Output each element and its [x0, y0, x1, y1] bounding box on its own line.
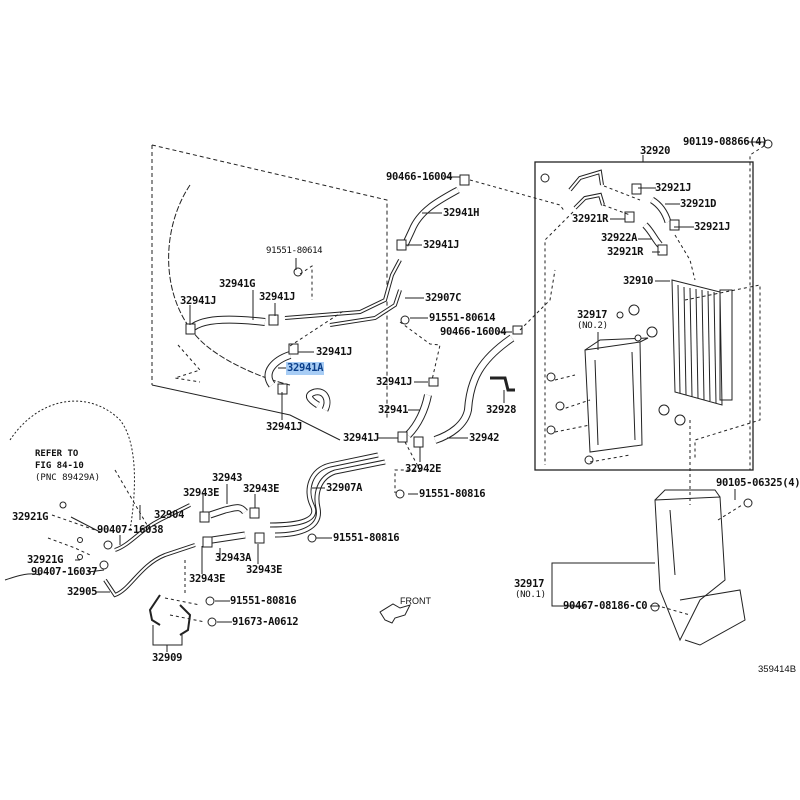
label-32917-no2[interactable]: 32917 [577, 309, 608, 321]
reference-note-line2: FIG 84-10 [35, 461, 84, 471]
label-91551-80816-b[interactable]: 91551-80816 [333, 532, 400, 544]
label-32909[interactable]: 32909 [152, 652, 183, 664]
reference-note-line3[interactable]: (PNC 89429A) [35, 473, 101, 483]
label-32941[interactable]: 32941 [378, 404, 409, 416]
label-32907C[interactable]: 32907C [425, 292, 462, 304]
clamps [185, 174, 680, 548]
label-91551-80614-a[interactable]: 91551-80614 [266, 246, 323, 256]
cooler-inlet-pipe [568, 169, 604, 192]
transmission-area-outline [151, 144, 388, 420]
label-32941J-top[interactable]: 32941J [423, 239, 460, 251]
label-91673-A0612[interactable]: 91673-A0612 [232, 616, 299, 628]
label-32943E-a[interactable]: 32943E [183, 487, 220, 499]
label-90407-16037[interactable]: 90407-16037 [31, 566, 98, 578]
label-32920[interactable]: 32920 [640, 145, 671, 157]
label-32943E-d[interactable]: 32943E [246, 564, 283, 576]
label-91551-80816-a[interactable]: 91551-80816 [419, 488, 486, 500]
figure-id: 359414B [758, 664, 797, 675]
label-32941J-mid[interactable]: 32941J [259, 291, 296, 303]
label-32941A-highlighted[interactable]: 32941A [286, 362, 325, 375]
label-32943A[interactable]: 32943A [215, 552, 252, 564]
label-32917-no2-sub: (NO.2) [577, 321, 608, 331]
label-91551-80614-b[interactable]: 91551-80614 [429, 312, 496, 324]
label-32921J-b[interactable]: 32921J [694, 221, 731, 233]
leader-lines [70, 141, 764, 623]
transmission-case-outline [9, 400, 135, 531]
label-90466-16004-top[interactable]: 90466-16004 [386, 171, 453, 183]
label-32910[interactable]: 32910 [623, 275, 654, 287]
label-32943[interactable]: 32943 [212, 472, 243, 484]
label-32941J-a[interactable]: 32941J [316, 346, 353, 358]
label-32941J-c[interactable]: 32941J [343, 432, 380, 444]
front-arrow-icon [379, 603, 411, 624]
oil-cooler-core [671, 279, 733, 406]
label-90407-16038[interactable]: 90407-16038 [97, 524, 164, 536]
label-32942[interactable]: 32942 [469, 432, 500, 444]
label-32917-no1-sub: (NO.1) [515, 590, 546, 600]
label-32921R-a[interactable]: 32921R [572, 213, 609, 225]
label-32941H[interactable]: 32941H [443, 207, 480, 219]
bracket-32917-no2 [584, 337, 649, 453]
label-32941J-left[interactable]: 32941J [180, 295, 217, 307]
reference-note-line1: REFER TO [35, 449, 79, 459]
label-32921D[interactable]: 32921D [680, 198, 717, 210]
label-32917-no1[interactable]: 32917 [514, 578, 545, 590]
label-91551-80816-c[interactable]: 91551-80816 [230, 595, 297, 607]
label-90105-06325[interactable]: 90105-06325(4) [716, 477, 800, 489]
label-90466-16004-mid[interactable]: 90466-16004 [440, 326, 507, 338]
label-32941J-bottom[interactable]: 32941J [266, 421, 303, 433]
pipe-32907C [284, 259, 402, 320]
label-32921G-b[interactable]: 32921G [27, 554, 64, 566]
oil-cooler-assembly-box [534, 161, 754, 471]
transmission-housing-curve [168, 184, 291, 386]
label-32941J-b[interactable]: 32941J [376, 376, 413, 388]
front-direction-label: FRONT [400, 596, 431, 606]
label-32943E-c[interactable]: 32943E [189, 573, 226, 585]
label-90119-08866[interactable]: 90119-08866(4) [683, 136, 768, 148]
label-32922A[interactable]: 32922A [601, 232, 638, 244]
label-32921J-a[interactable]: 32921J [655, 182, 692, 194]
label-32921R-b[interactable]: 32921R [607, 246, 644, 258]
label-32943E-b[interactable]: 32943E [243, 483, 280, 495]
label-32921G-a[interactable]: 32921G [12, 511, 49, 523]
label-32904[interactable]: 32904 [154, 509, 185, 521]
label-32905[interactable]: 32905 [67, 586, 98, 598]
bracket-32928 [490, 376, 515, 392]
bolts [59, 139, 773, 627]
bracket-32917-no1 [654, 489, 746, 646]
bracket-32909-right [179, 604, 192, 636]
label-90467-08186-C0[interactable]: 90467-08186-C0 [563, 600, 648, 612]
label-32928[interactable]: 32928 [486, 404, 517, 416]
assembly-dashed-lines [47, 145, 765, 623]
reference-note: REFER TO FIG 84-10 (PNC 89429A) [35, 448, 100, 484]
pipe-32905 [103, 543, 196, 598]
label-32941G[interactable]: 32941G [219, 278, 256, 290]
label-32907A[interactable]: 32907A [326, 482, 363, 494]
label-32942E[interactable]: 32942E [405, 463, 442, 475]
bracket-32909-left [148, 594, 161, 626]
transmission-bottom-edge [151, 384, 341, 441]
